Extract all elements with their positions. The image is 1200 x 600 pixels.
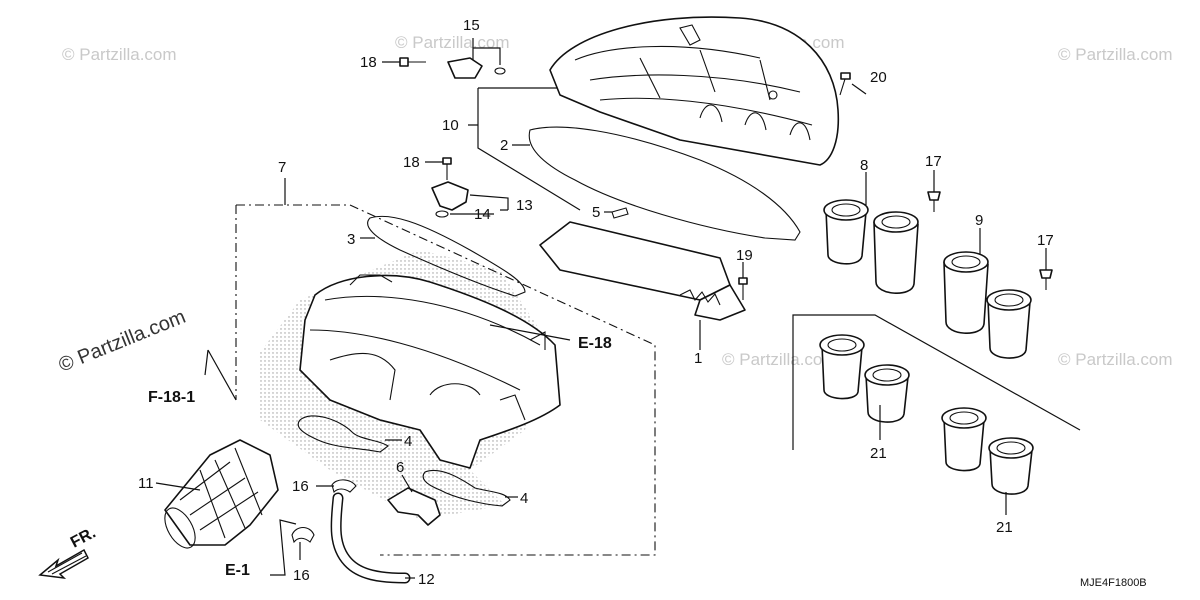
callout-15: 15 xyxy=(463,17,480,34)
callout-11: 11 xyxy=(138,475,154,492)
callout-16: 16 xyxy=(292,478,309,495)
watermark: © Partzilla.com xyxy=(62,45,177,64)
air-cleaner-case xyxy=(299,274,561,469)
gasket-4-left xyxy=(297,415,389,453)
reference-e18: E-18 xyxy=(578,335,612,352)
bolt-18-lower xyxy=(442,157,452,180)
callout-7: 7 xyxy=(278,159,286,176)
gasket-4-right xyxy=(422,470,511,507)
group-bracket-7 xyxy=(235,178,656,556)
callout-4: 4 xyxy=(520,490,528,507)
funnel-pair-21-upper xyxy=(819,334,910,423)
bolt-17-upper xyxy=(927,191,941,212)
callout-9: 9 xyxy=(975,212,983,229)
air-filter-element xyxy=(539,221,746,321)
callout-19: 19 xyxy=(736,247,753,264)
gasket-3 xyxy=(367,215,526,297)
clamp-16-upper xyxy=(331,479,357,494)
callout-16: 16 xyxy=(293,567,310,584)
o-ring-15 xyxy=(494,67,506,75)
callout-12: 12 xyxy=(418,571,435,588)
callout-18: 18 xyxy=(403,154,420,171)
gasket-2 xyxy=(528,126,801,241)
bolt-17-lower xyxy=(1039,269,1053,290)
clamp-16-lower xyxy=(291,526,315,544)
bolt-19 xyxy=(738,277,748,300)
callout-2: 2 xyxy=(500,137,508,154)
o-ring-14 xyxy=(435,210,449,218)
callout-13: 13 xyxy=(516,197,533,214)
air-cleaner-cover xyxy=(549,16,840,166)
watermark: © Partzilla.com xyxy=(395,33,510,52)
leader-lines xyxy=(155,38,1047,579)
callout-17: 17 xyxy=(1037,232,1054,249)
callout-3: 3 xyxy=(347,231,355,248)
sensor-15 xyxy=(447,57,483,79)
callout-8: 8 xyxy=(860,157,868,174)
reference-f18: F-18-1 xyxy=(148,389,195,406)
watermark: © Partzilla.com xyxy=(1058,350,1173,369)
group-bracket-21 xyxy=(792,314,1081,450)
callout-5: 5 xyxy=(592,204,600,221)
funnel-pair-21-lower xyxy=(941,407,1034,495)
funnel-pair-8 xyxy=(823,199,919,294)
callout-21: 21 xyxy=(996,519,1013,536)
callout-14: 14 xyxy=(474,206,491,223)
callout-17: 17 xyxy=(925,153,942,170)
callout-6: 6 xyxy=(396,459,404,476)
watermark: © Partzilla.com xyxy=(722,350,837,369)
watermark-dark: © Partzilla.com xyxy=(56,306,189,377)
front-direction-arrow: FR. xyxy=(38,524,99,580)
sensor-13 xyxy=(431,181,469,211)
callout-10: 10 xyxy=(442,117,459,134)
callout-18: 18 xyxy=(360,54,377,71)
grommet-5 xyxy=(611,207,629,219)
front-direction-label: FR. xyxy=(68,524,99,551)
callout-4: 4 xyxy=(404,433,412,450)
watermark: © Partzilla.com xyxy=(1058,45,1173,64)
funnel-pair-9 xyxy=(943,251,1032,359)
drain-tube-12-inner xyxy=(332,494,409,582)
group-bracket-10 xyxy=(468,87,581,211)
reference-e1: E-1 xyxy=(225,562,250,579)
clip-6 xyxy=(387,487,441,526)
callout-21: 21 xyxy=(870,445,887,462)
bolt-18-upper xyxy=(399,57,426,67)
callout-20: 20 xyxy=(870,69,887,86)
intake-duct-11 xyxy=(164,439,279,549)
diagram-code: MJE4F1800B xyxy=(1080,577,1147,589)
callout-1: 1 xyxy=(694,350,702,367)
bolt-20 xyxy=(839,72,851,96)
